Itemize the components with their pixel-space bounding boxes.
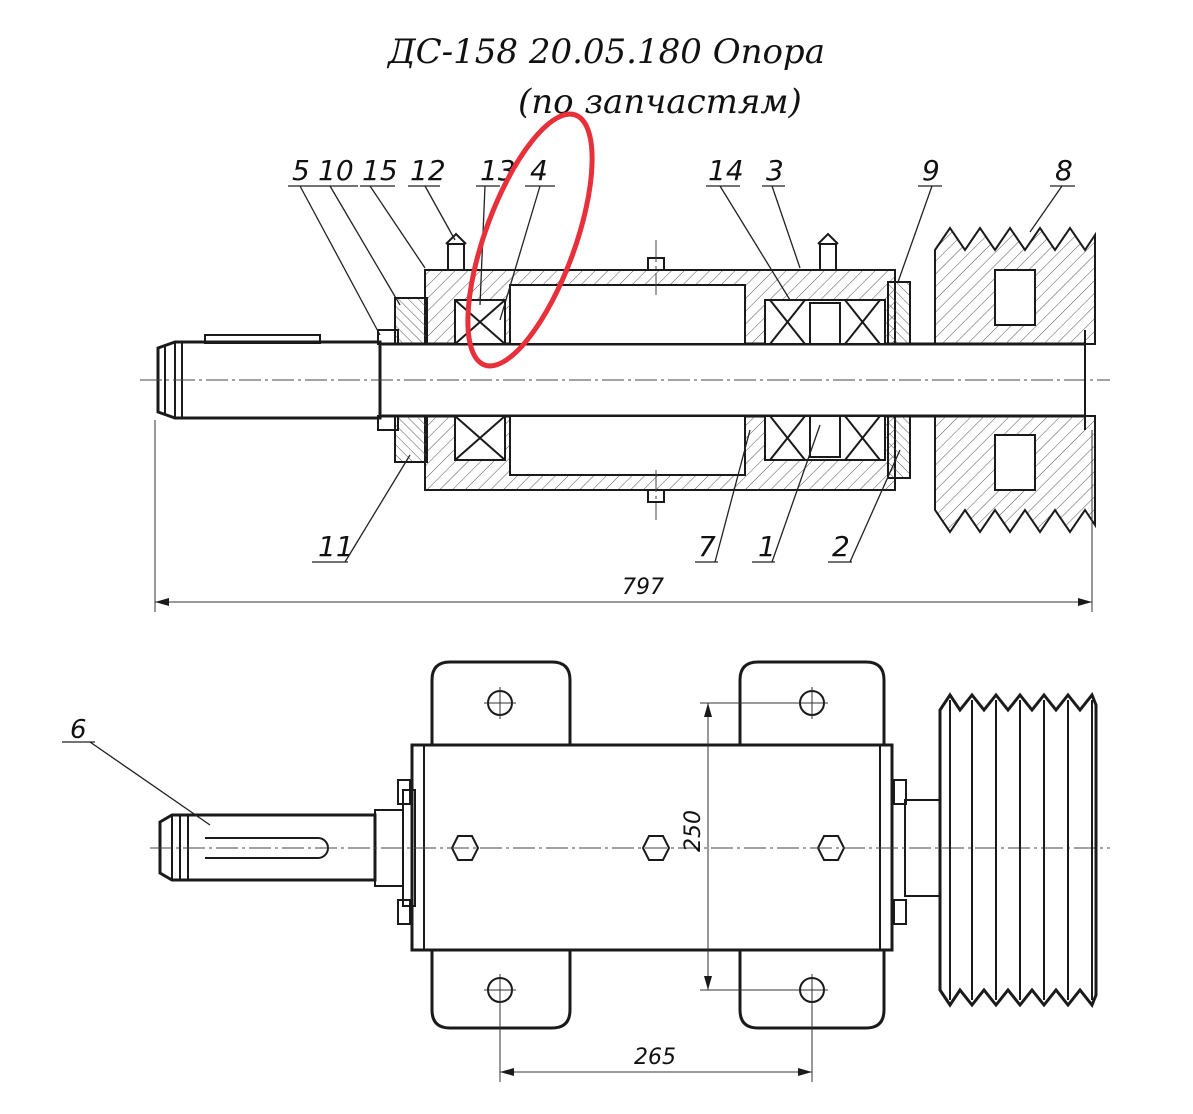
section-view: 797 5 10 15 12 13 4 14 3 9 8 — [140, 111, 1110, 612]
shaft — [156, 334, 1086, 420]
drawing-title: ДС-158 20.05.180 Опора — [388, 32, 825, 72]
highlight-ellipse — [465, 111, 595, 369]
dimension-250-label: 250 — [681, 810, 706, 852]
callout-3: 3 — [766, 154, 784, 187]
plan-view: 6 250 265 — [62, 660, 1110, 1082]
callout-2: 2 — [832, 530, 850, 563]
callout-1: 1 — [758, 530, 776, 563]
callout-15: 15 — [362, 154, 398, 187]
callouts-bottom: 11 7 1 2 — [312, 424, 901, 563]
end-cap-right-upper — [887, 281, 911, 345]
end-cap-left-lower — [394, 415, 428, 463]
callout-5: 5 — [292, 154, 310, 187]
dimension-265: 265 — [499, 1002, 813, 1082]
callout-6: 6 — [70, 715, 87, 745]
end-cap-left-upper — [394, 297, 428, 345]
housing-upper — [424, 269, 896, 345]
dimension-265-label: 265 — [634, 1045, 676, 1070]
grease-fittings — [445, 232, 839, 520]
housing-plan — [397, 660, 941, 1030]
callout-14: 14 — [708, 154, 744, 187]
pulley-plan — [938, 692, 1098, 1008]
callouts-top: 5 10 15 12 13 4 14 3 9 8 — [288, 154, 1075, 336]
callout-12: 12 — [410, 154, 446, 187]
callout-11: 11 — [318, 530, 354, 563]
callout-4: 4 — [530, 154, 548, 187]
pulley-section — [934, 226, 1096, 534]
housing-lower — [424, 415, 896, 491]
overall-dimension: 797 — [154, 420, 1093, 612]
dimension-797-label: 797 — [622, 575, 664, 600]
dimension-250: 250 — [681, 702, 800, 991]
callout-10: 10 — [318, 154, 354, 187]
callout-9: 9 — [922, 154, 940, 187]
end-cap-right-lower — [887, 415, 911, 479]
callout-8: 8 — [1055, 154, 1073, 187]
callout-7: 7 — [698, 530, 716, 563]
